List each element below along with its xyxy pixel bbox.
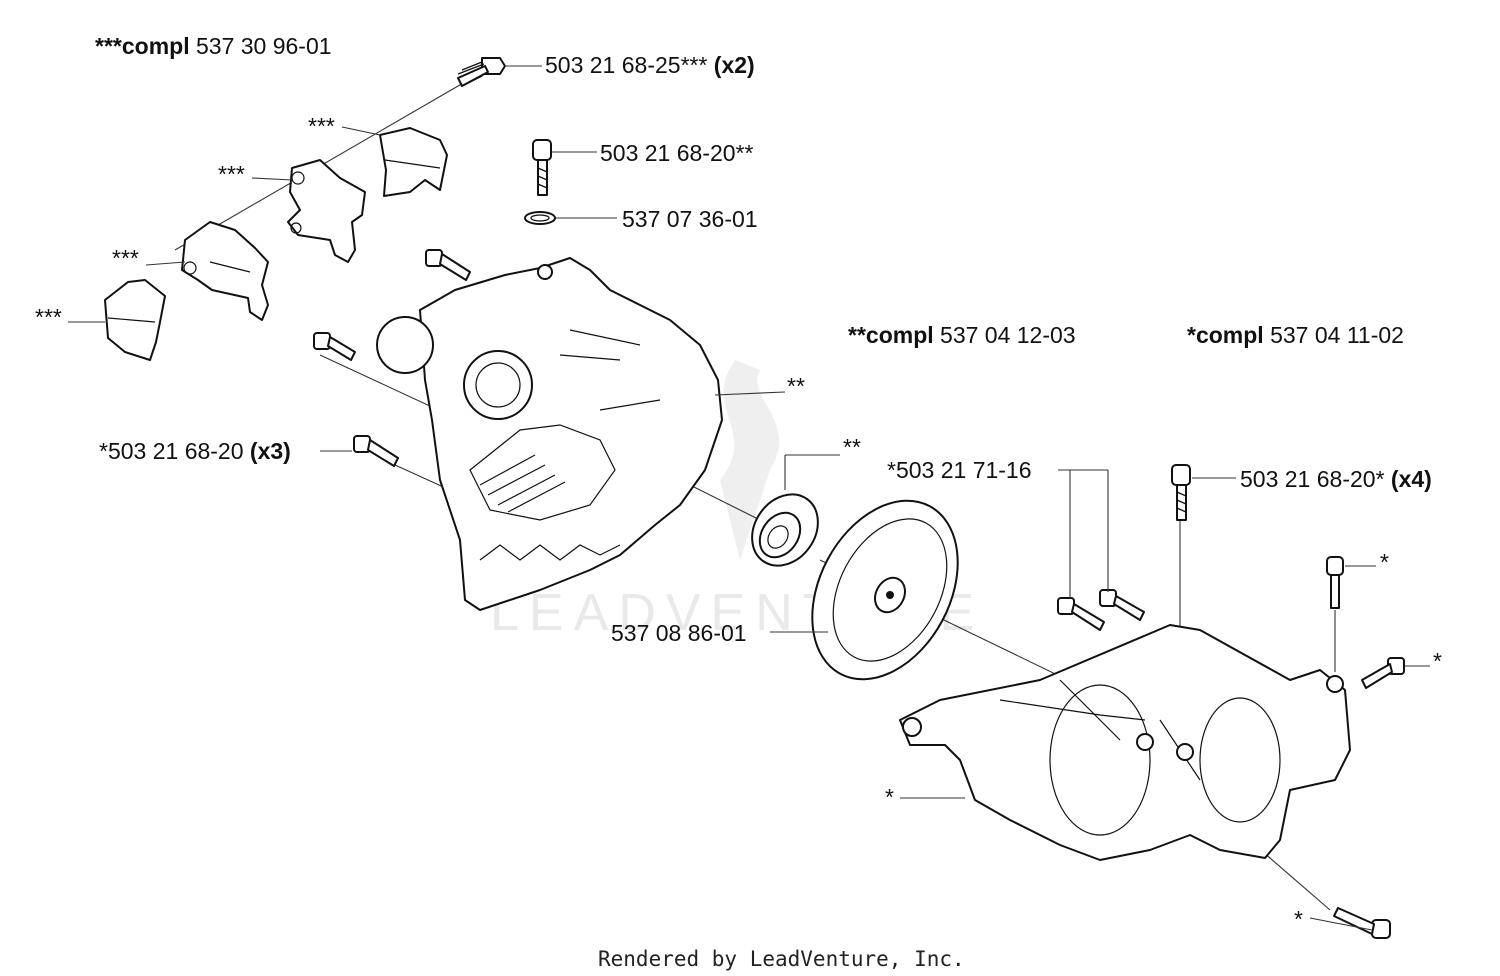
marker-3star-housing: *** xyxy=(112,245,139,271)
marker-1star-screw-side: * xyxy=(1380,549,1389,575)
screw-center xyxy=(532,139,552,196)
screw-pair xyxy=(1057,589,1145,631)
part-label-screw-right: 503 21 68-20* (x4) xyxy=(1240,466,1432,492)
part-label-screw-pair: *503 21 71-16 xyxy=(887,457,1032,483)
crankcase-half-right xyxy=(899,624,1351,861)
screw-right-horizontal xyxy=(1361,657,1405,689)
shield-part-top xyxy=(379,127,448,197)
screw-housing-middle xyxy=(313,332,356,361)
assembly-label-3star: ***compl 537 30 96-01 xyxy=(95,33,332,59)
screw-right-bottom xyxy=(1333,907,1391,939)
marker-2star-bearing: ** xyxy=(843,434,861,460)
marker-1star-screw-horizontal: * xyxy=(1433,648,1442,674)
marker-3star-shield-lower: *** xyxy=(35,304,62,330)
marker-1star-crankcase: * xyxy=(885,784,894,810)
assembly-label-1star: *compl 537 04 11-02 xyxy=(1187,322,1404,348)
retaining-ring xyxy=(524,211,556,225)
screw-right-top xyxy=(1171,464,1191,521)
shield-part-lower xyxy=(104,279,166,361)
part-label-screw-top: 503 21 68-25*** (x2) xyxy=(545,52,755,78)
part-label-screw-left: *503 21 68-20 (x3) xyxy=(99,438,291,464)
assembly-label-2star: **compl 537 04 12-03 xyxy=(848,322,1076,348)
part-label-screw-center: 503 21 68-20** xyxy=(600,140,754,166)
screw-top xyxy=(457,57,506,87)
marker-3star-shield-top: *** xyxy=(308,113,335,139)
screw-housing-upper xyxy=(425,249,471,281)
part-labels: ***compl 537 30 96-01 503 21 68-25*** (x… xyxy=(35,33,1442,932)
part-label-ring: 537 07 36-01 xyxy=(622,206,758,232)
marker-2star-crankcase: ** xyxy=(787,373,805,399)
flywheel xyxy=(811,499,959,681)
bearing xyxy=(751,493,819,567)
screw-right-side xyxy=(1326,556,1344,609)
part-label-flywheel: 537 08 86-01 xyxy=(611,620,747,646)
crankcase-half-left xyxy=(376,257,723,611)
label-leaders xyxy=(68,65,1430,931)
screw-housing-left xyxy=(353,435,399,467)
footer-credit: Rendered by LeadVenture, Inc. xyxy=(598,947,965,971)
muffler-bracket-part xyxy=(287,159,366,263)
cylinder-housing-part xyxy=(181,221,269,321)
marker-1star-screw-bottom: * xyxy=(1294,906,1303,932)
marker-3star-bracket: *** xyxy=(218,161,245,187)
